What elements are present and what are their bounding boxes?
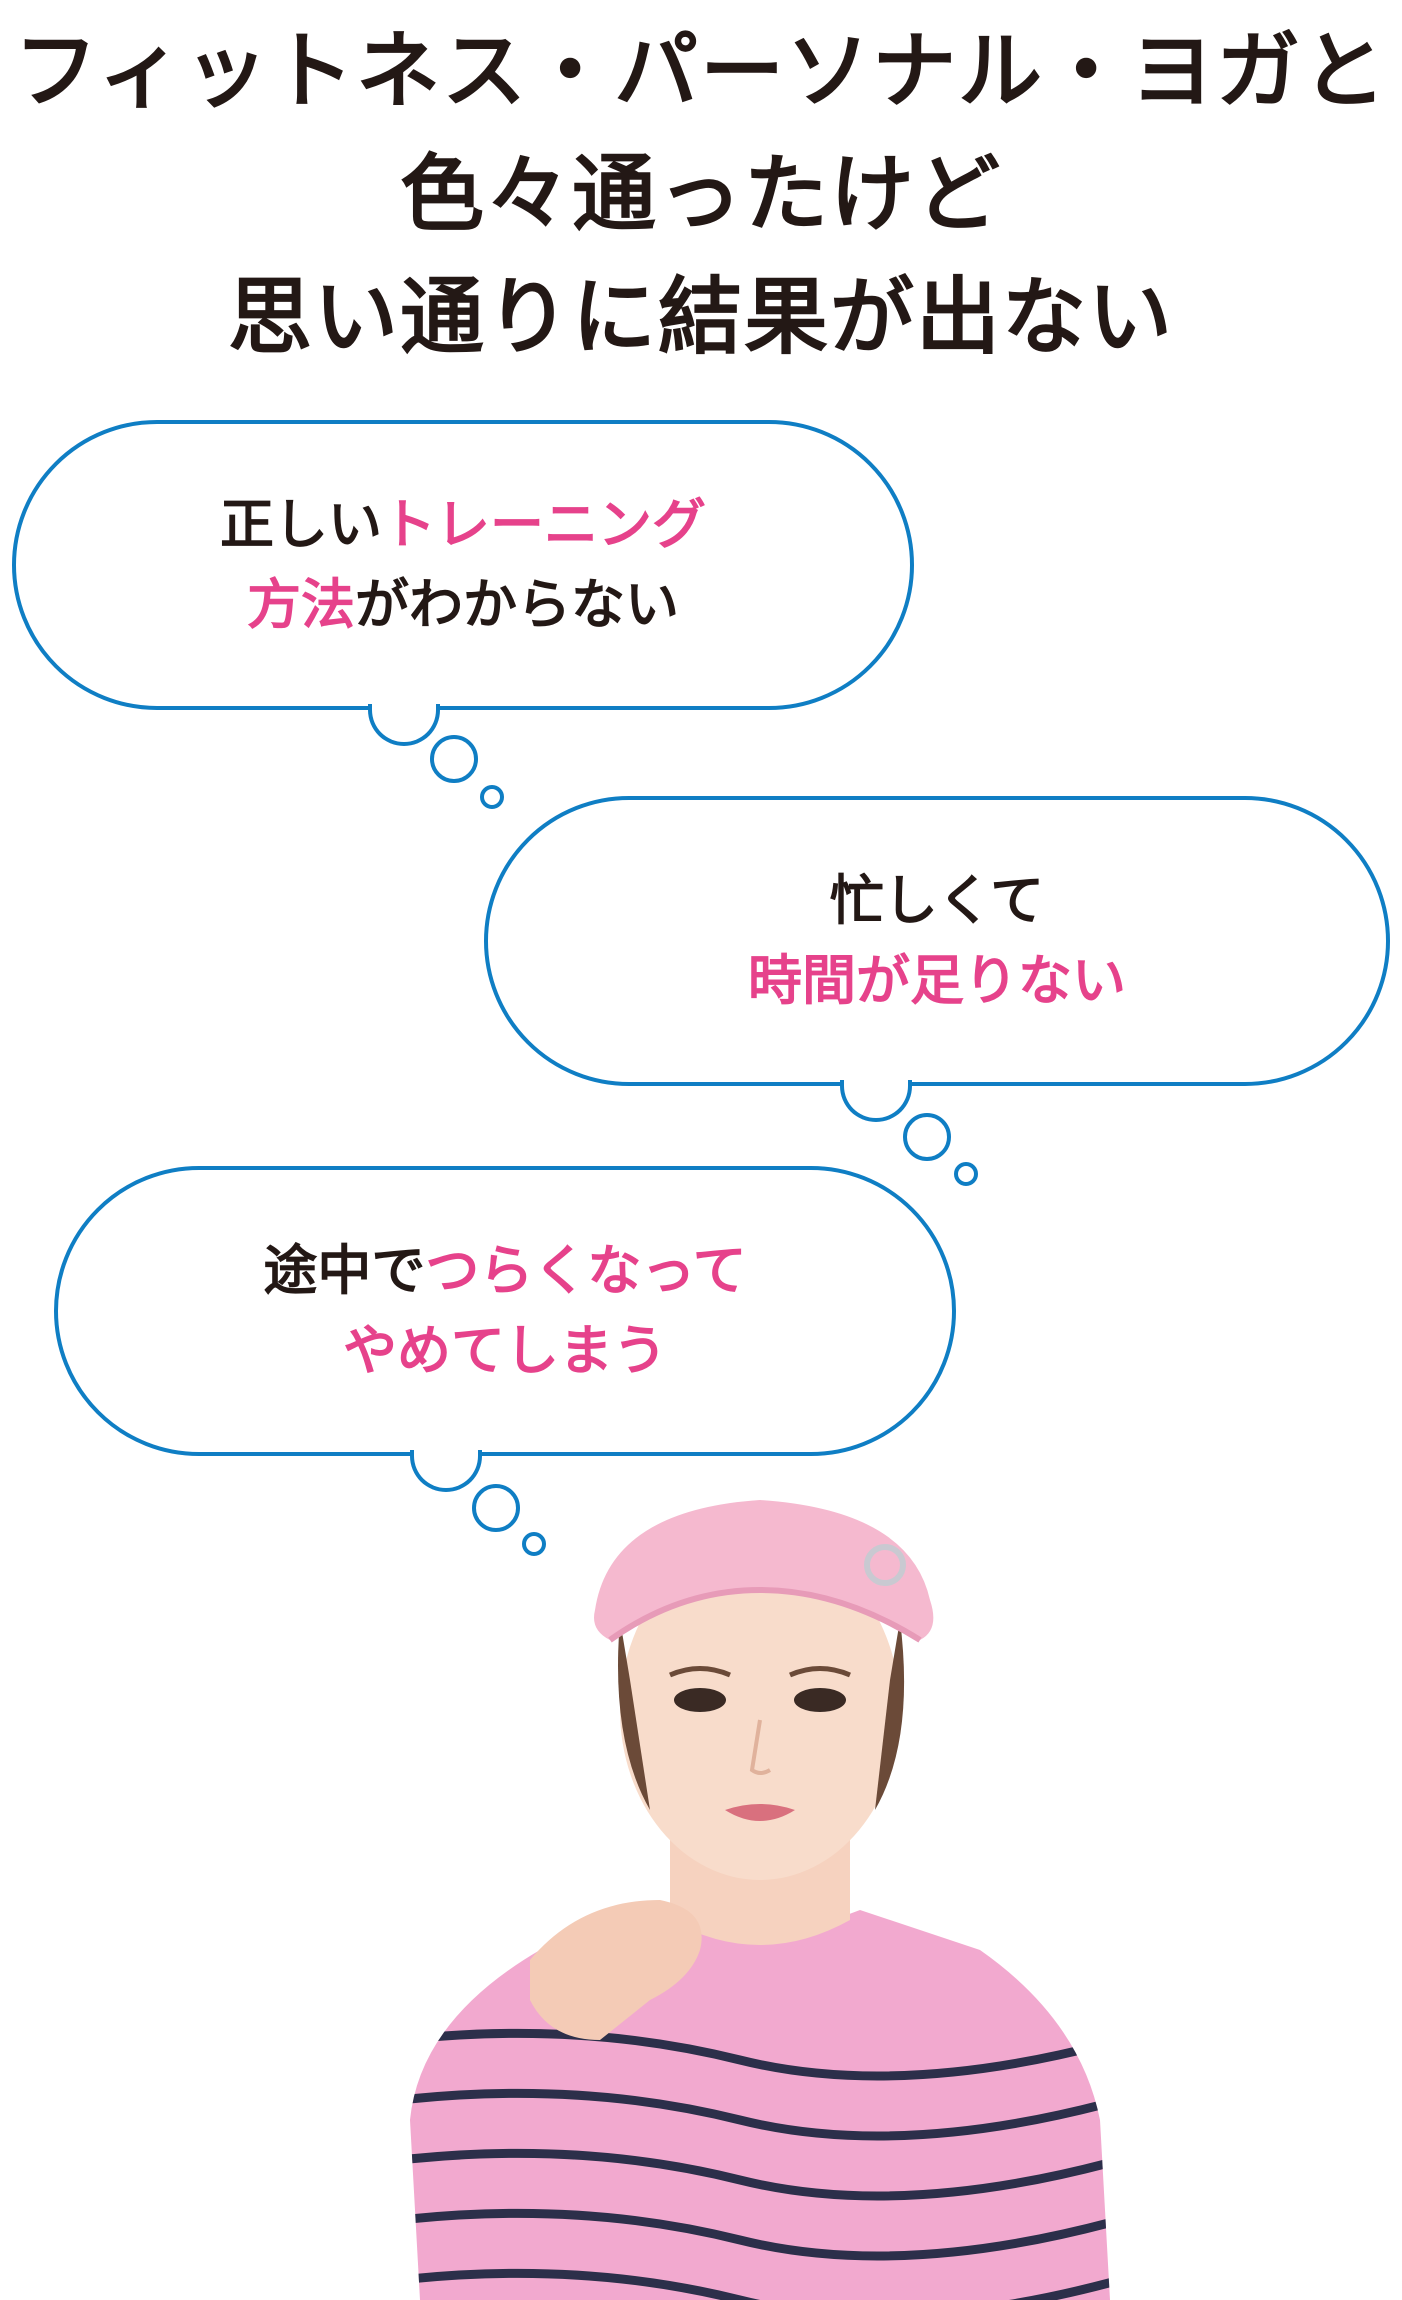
sweater-stripes: [410, 2028, 1110, 2300]
bubble-1-text-pink-2: 方法: [247, 573, 355, 636]
bubble-1-line-1: 正しいトレーニング: [220, 485, 706, 565]
headline-line-2: 色々通ったけど: [399, 145, 1002, 243]
lips: [725, 1804, 795, 1821]
headline-line-3: 思い通りに結果が出ない: [227, 268, 1174, 366]
hand: [530, 1900, 702, 2040]
bubble-3-text-dark: 途中で: [263, 1239, 426, 1302]
thought-bubble-1: 正しいトレーニング 方法がわからない: [12, 420, 914, 710]
bubble-2-tail: [840, 1080, 912, 1122]
thought-bubble-2: 忙しくて 時間が足りない: [484, 796, 1390, 1086]
bubble-3-dot-small: [522, 1532, 546, 1556]
headline-line-1: フィットネス・パーソナル・ヨガと: [13, 22, 1389, 120]
bubble-1-tail: [368, 704, 440, 746]
bubble-3-dot-large: [472, 1484, 520, 1532]
left-eye: [674, 1688, 726, 1712]
bubble-3-line-1: 途中でつらくなって: [263, 1231, 746, 1311]
bubble-3-line-2: やめてしまう: [343, 1319, 667, 1382]
bubble-2-line-2: 時間が足りない: [748, 949, 1126, 1012]
bubble-1-text-dark-2: がわからない: [355, 573, 679, 636]
thought-bubble-3: 途中でつらくなって やめてしまう: [54, 1166, 956, 1456]
bubble-1-line-2: 方法がわからない: [247, 565, 679, 645]
bubble-2-dot-small: [954, 1162, 978, 1186]
cap-ring: [864, 1544, 906, 1586]
face: [620, 1540, 900, 1880]
bubble-3-text-pink: つらくなって: [425, 1239, 747, 1302]
bubble-1-text-dark: 正しい: [220, 493, 382, 556]
bubble-2-dot-large: [903, 1113, 951, 1161]
woman-photo: [410, 1500, 1110, 2300]
bubble-1-text-pink: トレーニング: [382, 493, 706, 556]
bubble-1-dot-large: [430, 735, 478, 783]
hair: [618, 1620, 650, 1810]
bubble-1-dot-small: [480, 785, 504, 809]
bubble-2-line-1: 忙しくて: [829, 869, 1045, 932]
right-eye: [794, 1688, 846, 1712]
headline: フィットネス・パーソナル・ヨガと 色々通ったけど 思い通りに結果が出ない: [0, 10, 1402, 379]
